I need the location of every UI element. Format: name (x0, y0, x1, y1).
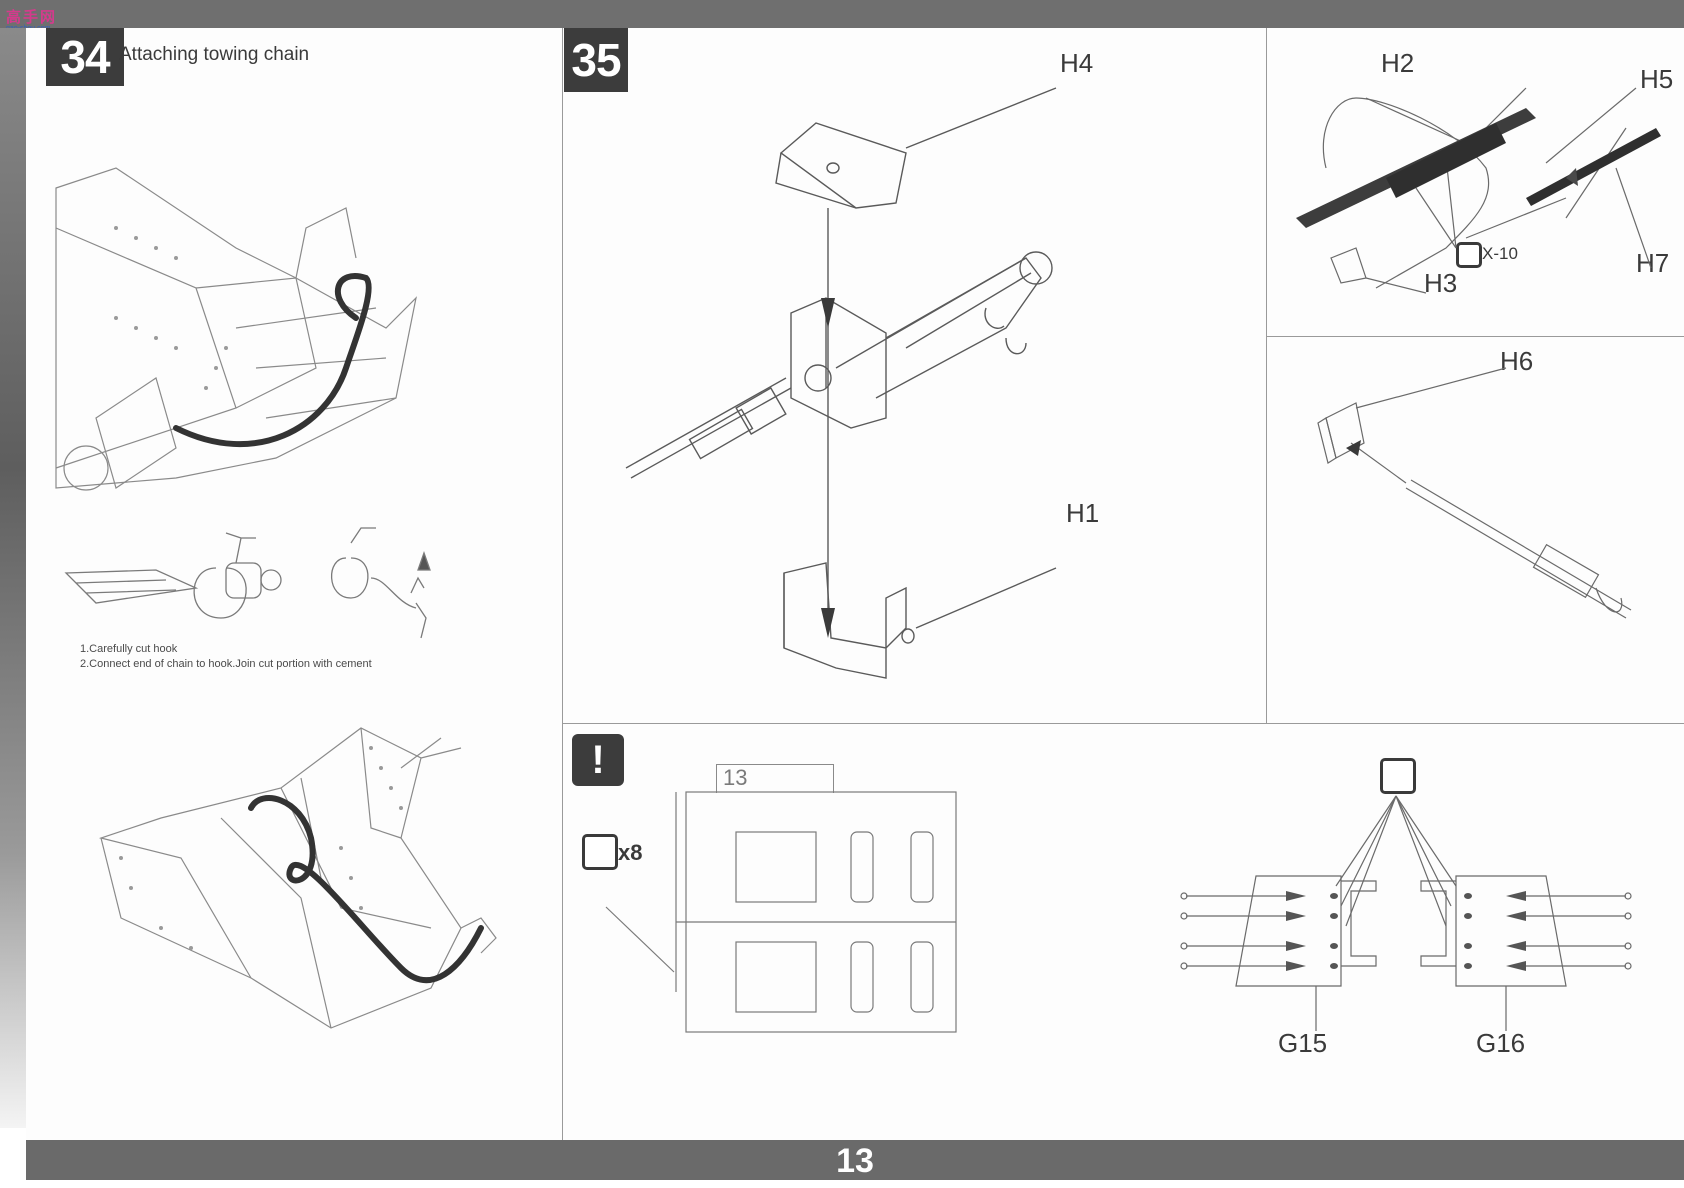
sprue-tag: 13 (716, 764, 834, 793)
step-34-title: Attaching towing chain (119, 44, 310, 65)
label-g16: G16 (1476, 1028, 1526, 1058)
knife-cut-icon-2 (1380, 758, 1416, 794)
binding-spine (0, 28, 26, 1128)
knife-cut-icon (582, 834, 618, 870)
page-number: 13 (836, 1142, 874, 1180)
cut-count: x8 (618, 840, 643, 865)
caution-icon: ! (572, 734, 624, 786)
mg-mount-diagram (1317, 367, 1632, 619)
label-h5: H5 (1640, 64, 1674, 94)
label-x10: X-10 (1482, 244, 1518, 263)
label-h4: H4 (1060, 48, 1094, 78)
divider-right (1266, 28, 1267, 723)
label-h7: H7 (1636, 248, 1670, 278)
hook-detail-diagram (64, 527, 431, 639)
top-band (0, 0, 1684, 28)
step-34-number: 34 (46, 28, 124, 86)
mg-parts-diagram (1296, 87, 1661, 294)
divider-left (562, 28, 563, 1140)
watermark-text: 高手网 (6, 9, 58, 26)
step-34-notes: 1.Carefully cut hook 2.Connect end of ch… (80, 642, 372, 672)
label-h6: H6 (1500, 346, 1534, 376)
mg-assembly-diagram (625, 87, 1057, 679)
g15-g16-diagram (1180, 795, 1632, 1031)
towing-chain-diagram-top (55, 167, 417, 491)
instruction-page: 34 Attaching towing chain (26, 28, 1684, 1140)
footer-band: 13 (26, 1140, 1684, 1180)
label-h1: H1 (1066, 498, 1100, 528)
divider-middle (562, 723, 1684, 724)
note-2: 2.Connect end of chain to hook.Join cut … (80, 658, 372, 670)
label-h3: H3 (1424, 268, 1458, 298)
step-35-number: 35 (564, 28, 628, 92)
cut-icon (1456, 242, 1482, 268)
label-h2: H2 (1381, 48, 1415, 78)
note-1: 1.Carefully cut hook (80, 643, 178, 655)
divider-right-panel (1266, 336, 1684, 337)
sprue-frame-diagram (605, 791, 957, 1033)
towing-chain-diagram-bottom (98, 727, 497, 1029)
label-g15: G15 (1278, 1028, 1328, 1058)
